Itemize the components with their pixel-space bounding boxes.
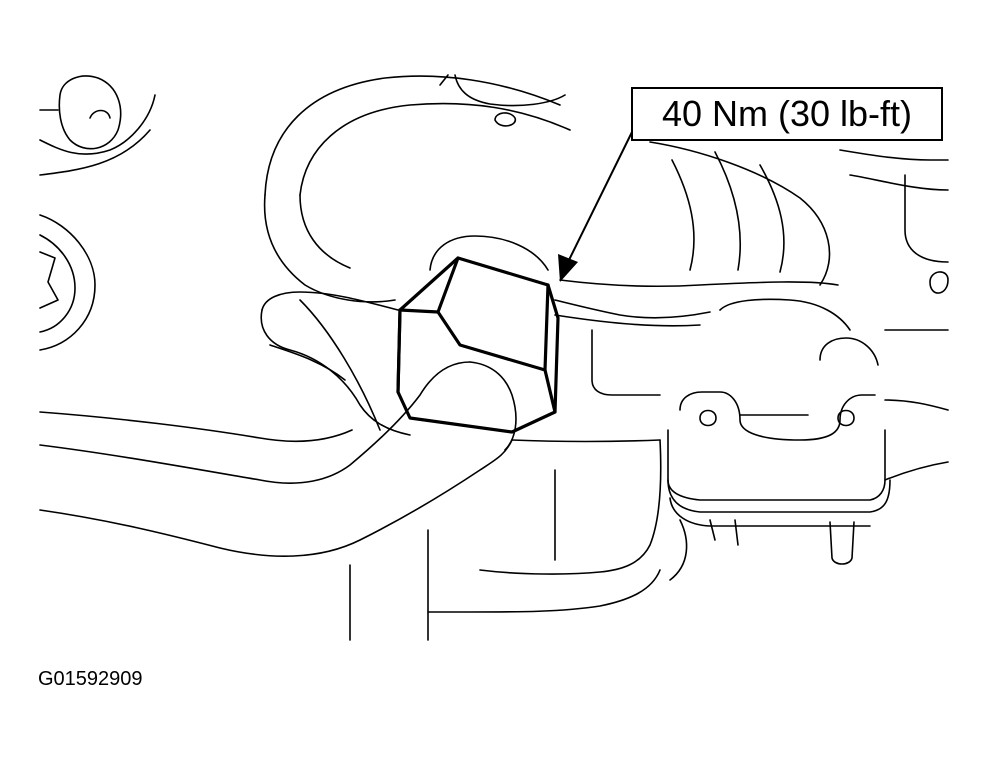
arrowhead-icon (558, 254, 578, 282)
figure-id-label: G01592909 (38, 668, 143, 690)
leader-arrow (558, 131, 633, 282)
lower-housing (427, 439, 688, 613)
gasket-block (667, 298, 949, 565)
left-pulley (39, 214, 96, 351)
nut-boss (429, 235, 711, 396)
exhaust-tube (39, 361, 517, 641)
manifold-dome (263, 74, 571, 303)
manifold-runners (559, 141, 949, 294)
mounting-tab (260, 291, 411, 436)
upper-left-boss (39, 75, 156, 176)
hex-nut (396, 256, 560, 434)
torque-callout-label: 40 Nm (30 lb-ft) (631, 87, 943, 141)
